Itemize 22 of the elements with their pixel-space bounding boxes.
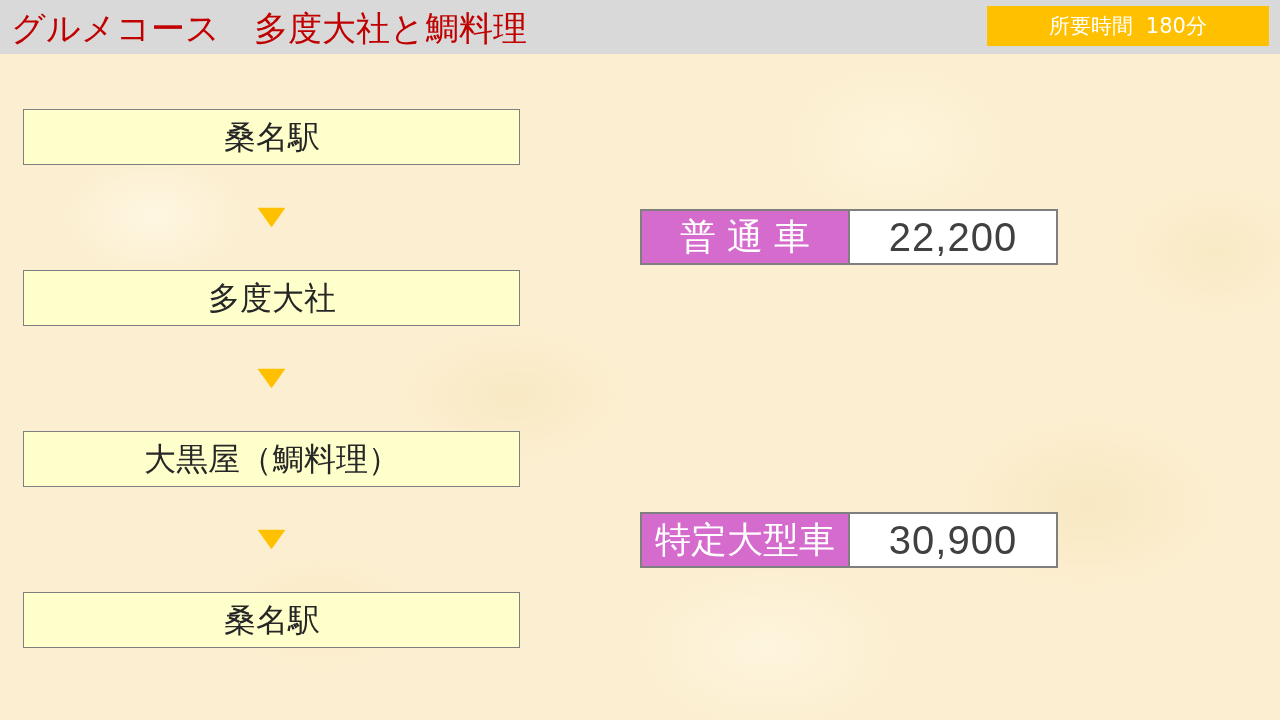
stop-name: 大黒屋（鯛料理）	[143, 440, 400, 478]
slide-title: グルメコース 多度大社と鯛料理	[11, 7, 527, 49]
stop-box	[23, 431, 520, 487]
stop-box	[23, 109, 520, 165]
stop-name: 多度大社	[207, 279, 336, 317]
arrow	[257, 207, 286, 228]
stop-box	[23, 592, 520, 648]
vehicle-type: 特定大型車	[655, 519, 835, 561]
duration-badge	[987, 6, 1269, 46]
fare-panel	[848, 209, 1058, 265]
vehicle-type-panel	[640, 512, 850, 568]
arrow	[257, 529, 286, 550]
fare-amount: 30,900	[888, 517, 1018, 563]
vehicle-type-panel	[640, 209, 850, 265]
fare-amount: 22,200	[888, 214, 1018, 260]
fare-panel	[848, 512, 1058, 568]
stop-box	[23, 270, 520, 326]
stop-name: 桑名駅	[223, 118, 320, 156]
stop-name: 桑名駅	[223, 601, 320, 639]
duration-text: 所要時間 180分	[1049, 13, 1207, 39]
arrow	[257, 368, 286, 389]
vehicle-type: 普 通 車	[679, 216, 811, 258]
